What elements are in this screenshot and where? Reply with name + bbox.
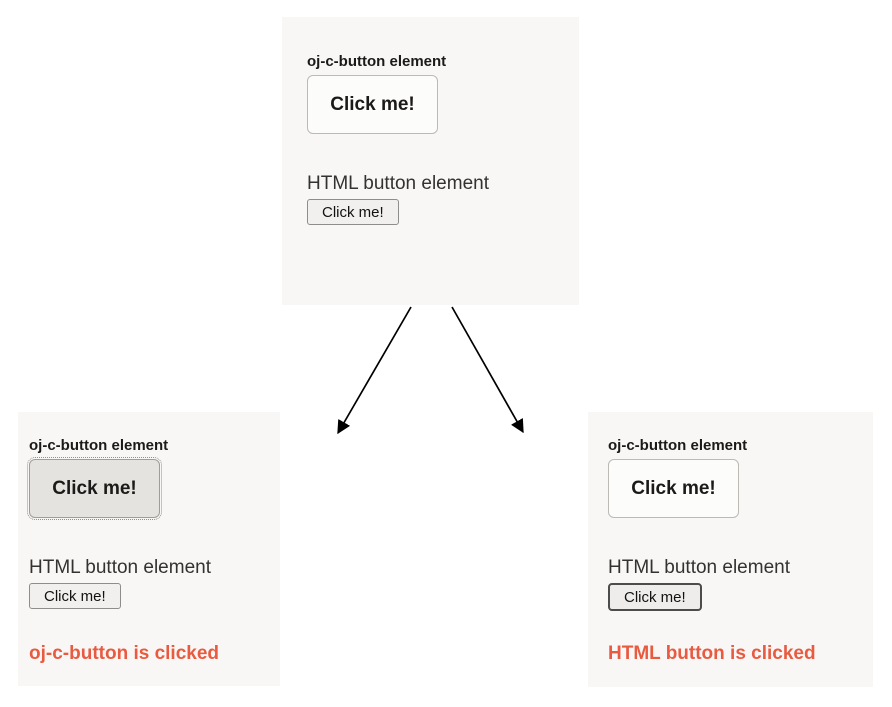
oj-section-label: oj-c-button element — [608, 437, 748, 454]
oj-clicked-message: oj-c-button is clicked — [29, 643, 220, 664]
panel-oj-clicked-state: oj-c-button element Click me! HTML butto… — [18, 412, 280, 686]
html-section-label: HTML button element — [307, 173, 489, 194]
arrow-to-html-clicked-state — [451, 306, 524, 434]
oj-section-label: oj-c-button element — [307, 53, 447, 70]
oj-section-label: oj-c-button element — [29, 437, 169, 454]
html-section-label: HTML button element — [608, 557, 790, 578]
arrow-to-oj-clicked-state — [337, 306, 412, 435]
html-button[interactable]: Click me! — [307, 199, 399, 225]
panel-initial-state: oj-c-button element Click me! HTML butto… — [282, 17, 579, 305]
panel-html-clicked-state: oj-c-button element Click me! HTML butto… — [588, 412, 873, 687]
html-clicked-message: HTML button is clicked — [608, 643, 816, 664]
html-section-label: HTML button element — [29, 557, 211, 578]
html-button[interactable]: Click me! — [29, 583, 121, 609]
html-button-focused[interactable]: Click me! — [608, 583, 702, 611]
oj-c-button[interactable]: Click me! — [608, 459, 739, 518]
oj-c-button[interactable]: Click me! — [307, 75, 438, 134]
oj-c-button-active[interactable]: Click me! — [27, 457, 162, 520]
